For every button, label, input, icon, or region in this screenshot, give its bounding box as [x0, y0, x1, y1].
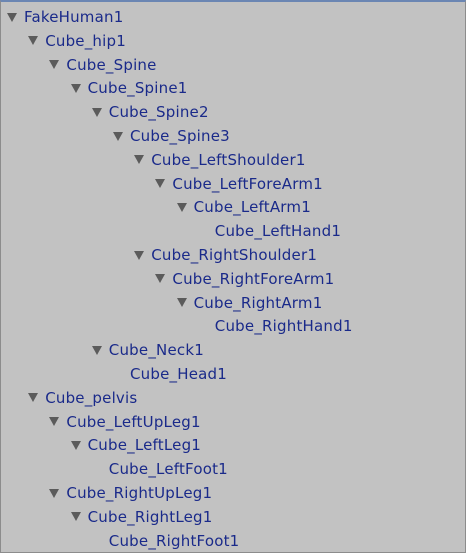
- tree-node-label: Cube_LeftLeg1: [87, 436, 202, 455]
- tree-node[interactable]: Cube_LeftLeg1: [70, 434, 202, 456]
- disclosure-triangle-icon[interactable]: [176, 202, 187, 212]
- tree-node-label: Cube_RightUpLeg1: [66, 484, 213, 502]
- tree-node[interactable]: Cube_LeftHand1: [215, 220, 341, 242]
- tree-node-label: Cube_hip1: [45, 31, 126, 50]
- tree-node-label: Cube_RightArm1: [193, 293, 323, 312]
- tree-node[interactable]: Cube_Spine2: [91, 101, 209, 123]
- tree-node-label: Cube_RightForeArm1: [172, 269, 335, 288]
- disclosure-triangle-icon[interactable]: [70, 512, 81, 522]
- disclosure-triangle-icon[interactable]: [49, 417, 60, 427]
- disclosure-triangle-icon[interactable]: [176, 298, 187, 308]
- tree-node-label: Cube_RightLeg1: [87, 507, 213, 526]
- tree-node-label: Cube_RightHand1: [214, 317, 353, 336]
- tree-node[interactable]: Cube_RightLeg1: [70, 506, 213, 528]
- tree-node[interactable]: Cube_LeftFoot1: [109, 458, 228, 480]
- tree-node-label: Cube_Spine1: [87, 79, 188, 98]
- tree-node-label: Cube_LeftForeArm1: [172, 174, 323, 193]
- disclosure-triangle-icon[interactable]: [134, 155, 145, 165]
- disclosure-triangle-icon[interactable]: [91, 345, 102, 355]
- disclosure-triangle-icon[interactable]: [49, 488, 60, 498]
- disclosure-triangle-icon[interactable]: [7, 12, 17, 22]
- tree-node-label: Cube_pelvis: [45, 388, 138, 407]
- tree-node-label: Cube_Head1: [130, 365, 227, 383]
- disclosure-triangle-icon[interactable]: [28, 36, 39, 46]
- tree-node[interactable]: Cube_RightArm1: [176, 292, 323, 314]
- disclosure-triangle-icon[interactable]: [70, 83, 81, 93]
- disclosure-triangle-icon[interactable]: [70, 440, 81, 450]
- tree-node-label: Cube_LeftFoot1: [108, 460, 228, 479]
- tree-node[interactable]: Cube_RightHand1: [215, 315, 353, 337]
- tree-node[interactable]: Cube_Spine3: [113, 125, 230, 147]
- tree-node[interactable]: Cube_LeftShoulder1: [134, 149, 305, 171]
- tree-node-label: Cube_Spine3: [130, 127, 230, 145]
- disclosure-triangle-icon[interactable]: [134, 250, 145, 260]
- tree-node-label: Cube_LeftHand1: [214, 222, 342, 241]
- tree-node[interactable]: Cube_LeftArm1: [176, 196, 311, 218]
- tree-node[interactable]: Cube_RightShoulder1: [134, 244, 317, 266]
- disclosure-triangle-icon[interactable]: [155, 179, 166, 189]
- disclosure-triangle-icon[interactable]: [91, 107, 102, 117]
- tree-node[interactable]: Cube_RightFoot1: [109, 530, 240, 552]
- tree-node-label: Cube_LeftArm1: [193, 198, 311, 217]
- tree-node[interactable]: Cube_hip1: [28, 30, 126, 52]
- tree-node[interactable]: FakeHuman1: [7, 6, 123, 28]
- tree-node[interactable]: Cube_LeftUpLeg1: [49, 411, 201, 433]
- tree-node-label: Cube_Neck1: [108, 341, 204, 360]
- tree-node[interactable]: Cube_Head1: [130, 363, 227, 385]
- tree-node[interactable]: Cube_Spine: [49, 54, 156, 76]
- tree-node[interactable]: Cube_RightForeArm1: [155, 268, 334, 290]
- disclosure-triangle-icon[interactable]: [113, 131, 123, 141]
- tree-node[interactable]: Cube_LeftForeArm1: [155, 173, 323, 195]
- tree-node-label: Cube_LeftShoulder1: [151, 150, 306, 169]
- disclosure-triangle-icon[interactable]: [49, 60, 60, 70]
- tree-node[interactable]: Cube_Spine1: [70, 77, 188, 99]
- tree-node[interactable]: Cube_RightUpLeg1: [49, 482, 212, 504]
- disclosure-triangle-icon[interactable]: [28, 393, 39, 403]
- tree-node[interactable]: Cube_pelvis: [28, 387, 137, 409]
- tree-node-label: Cube_RightShoulder1: [151, 246, 318, 264]
- tree-node-label: Cube_RightFoot1: [108, 531, 240, 550]
- tree-node-label: Cube_LeftUpLeg1: [66, 412, 201, 431]
- tree-node-label: Cube_Spine2: [108, 103, 209, 122]
- tree-node-label: FakeHuman1: [24, 8, 124, 26]
- tree-node[interactable]: Cube_Neck1: [91, 339, 204, 361]
- disclosure-triangle-icon[interactable]: [155, 274, 166, 284]
- tree-node-label: Cube_Spine: [66, 55, 157, 74]
